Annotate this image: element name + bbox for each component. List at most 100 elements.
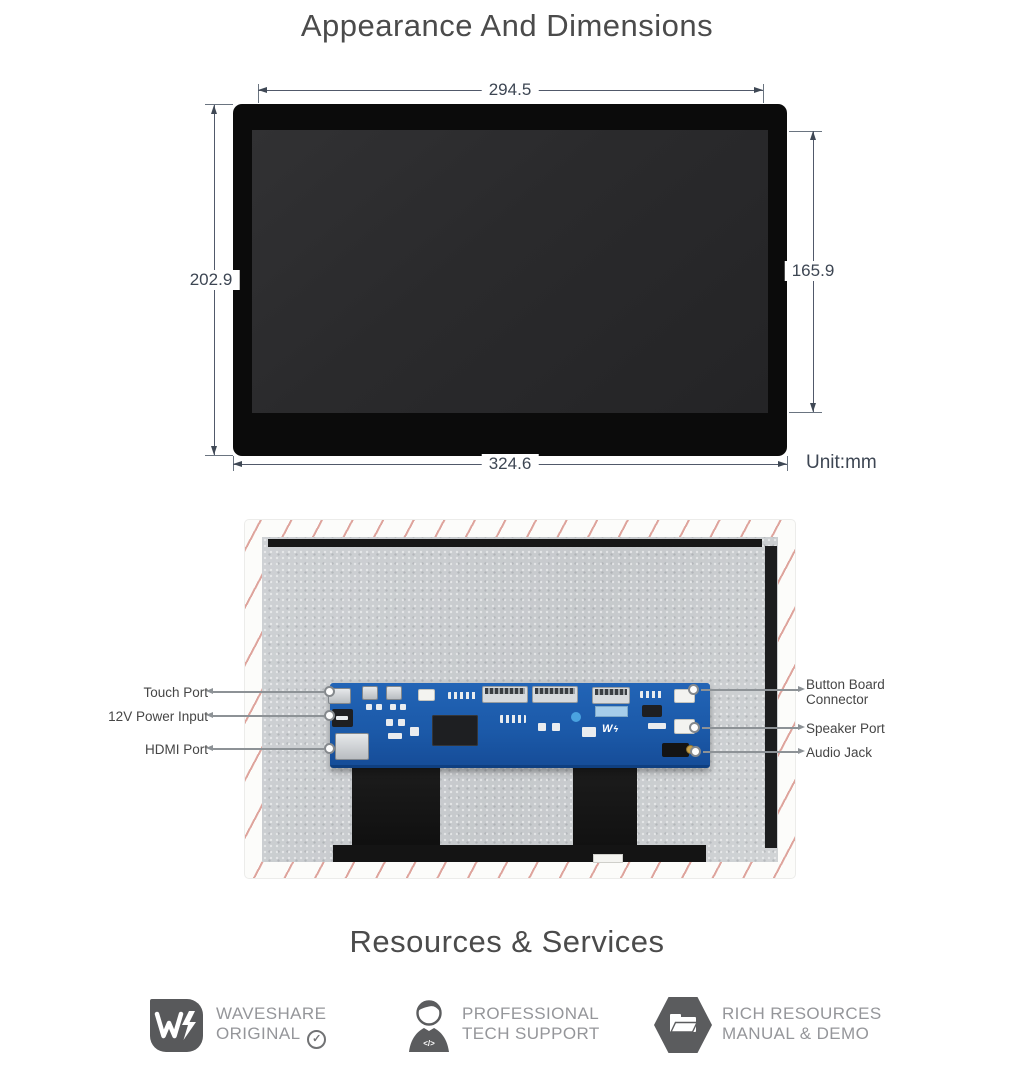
resources-item-line1: WAVESHARE [216, 1004, 327, 1023]
extension-line [205, 104, 233, 105]
folder-glyph [669, 1014, 699, 1033]
callout-dot [688, 684, 699, 695]
display-area [252, 130, 768, 413]
pcb-connector-small [418, 689, 435, 701]
callout-dot [689, 722, 700, 733]
audio-jack-connector [662, 743, 689, 757]
callout-arrow [206, 745, 213, 751]
callout-arrow [206, 712, 213, 718]
callout-arrow [206, 688, 213, 694]
resources-item-line2: MANUAL & DEMO [722, 1024, 870, 1043]
callout-arrow [798, 724, 805, 730]
extension-line [205, 455, 233, 456]
callout-line [703, 751, 798, 753]
pcb-pad-row [448, 692, 476, 699]
hdmi-port-label: HDMI Port [144, 742, 208, 757]
pcb-pad [366, 704, 372, 710]
arrowhead [809, 403, 816, 412]
pcb-pad [386, 719, 393, 726]
callout-line [701, 689, 798, 691]
fpc-pins [485, 688, 525, 694]
fpc-connector [482, 686, 528, 703]
callout-arrow [798, 748, 805, 754]
resources-item-text: PROFESSIONAL TECH SUPPORT [462, 1004, 600, 1044]
touch-port-label: Touch Port [143, 685, 208, 700]
dimension-height-left: 202.9 [182, 270, 240, 290]
pcb-pad [552, 723, 560, 731]
extension-line [787, 456, 788, 471]
callout-line [213, 691, 324, 693]
button-board-connector-label: Button Board Connector [806, 677, 885, 707]
arrowhead [754, 86, 763, 93]
pcb-pad [376, 704, 382, 710]
pcb-pad [336, 716, 348, 720]
pcb-pad [390, 704, 396, 710]
folder-hexagon-icon [654, 997, 712, 1053]
callout-dot [324, 686, 335, 697]
pcb-ic [642, 705, 662, 717]
audio-jack-label: Audio Jack [806, 745, 873, 760]
arrowhead [210, 446, 217, 455]
appearance-title: Appearance And Dimensions [300, 8, 714, 43]
fpc-connector [592, 687, 630, 704]
unit-label: Unit:mm [806, 452, 877, 473]
resources-item-text: WAVESHARE ORIGINAL✓ [216, 1004, 327, 1049]
tech-support-icon: </> [406, 996, 452, 1059]
callout-dot [690, 746, 701, 757]
dimension-width-bottom: 324.6 [481, 454, 539, 474]
monitor-back-view: Wϟ [245, 520, 795, 878]
extension-line [789, 131, 822, 132]
arrowhead [809, 131, 816, 140]
monitor-front-view [233, 104, 787, 456]
pcb-pad [388, 733, 402, 739]
extension-line [789, 412, 822, 413]
pcb-pad [400, 704, 406, 710]
verified-check-icon: ✓ [307, 1029, 327, 1049]
pcb-pad-row [640, 691, 664, 698]
driver-board: Wϟ [328, 683, 710, 768]
callout-line [213, 748, 324, 750]
arrowhead [210, 105, 217, 114]
resources-title: Resources & Services [349, 924, 665, 959]
fpc-pins [595, 689, 627, 695]
speaker-port-label: Speaker Port [806, 721, 885, 736]
resources-item-line1: RICH RESOURCES [722, 1004, 882, 1023]
black-tape-left [352, 768, 440, 850]
arrowhead [233, 460, 242, 467]
resources-item-line2: ORIGINAL✓ [216, 1024, 327, 1049]
resources-item-text: RICH RESOURCES MANUAL & DEMO [722, 1004, 882, 1044]
callout-dot [324, 710, 335, 721]
dimension-width-top: 294.5 [481, 80, 539, 100]
waveshare-w-glyph [154, 1011, 196, 1040]
callout-line [702, 727, 798, 729]
main-controller-chip [432, 715, 478, 746]
bottom-white-tab [593, 854, 623, 863]
pcb-component [386, 686, 402, 700]
dimension-height-right: 165.9 [784, 261, 842, 281]
pcb-pad [398, 719, 405, 726]
panel-right-trim [765, 546, 777, 848]
pcb-pad [648, 723, 666, 729]
resources-item-line2: TECH SUPPORT [462, 1024, 600, 1043]
fpc-ribbon-cable [595, 706, 628, 717]
resources-item-line1: PROFESSIONAL [462, 1004, 600, 1023]
callout-arrow [798, 686, 805, 692]
extension-line [763, 84, 764, 103]
pcb-pad-row [500, 715, 526, 723]
waveshare-logo-icon [150, 999, 203, 1052]
pcb-pad [410, 727, 419, 736]
pcb-pad [538, 723, 546, 731]
pcb-led [571, 712, 581, 722]
callout-dot [324, 743, 335, 754]
extension-line [258, 84, 259, 103]
waveshare-silkscreen-logo: Wϟ [602, 723, 620, 735]
code-glyph: </> [423, 1039, 435, 1048]
bottom-black-strip [333, 845, 706, 862]
arrowhead [258, 86, 267, 93]
arrowhead [778, 460, 787, 467]
hdmi-port-connector [335, 733, 369, 760]
pcb-component [362, 686, 378, 700]
black-tape-right [573, 768, 637, 860]
power-input-label: 12V Power Input [108, 709, 208, 724]
